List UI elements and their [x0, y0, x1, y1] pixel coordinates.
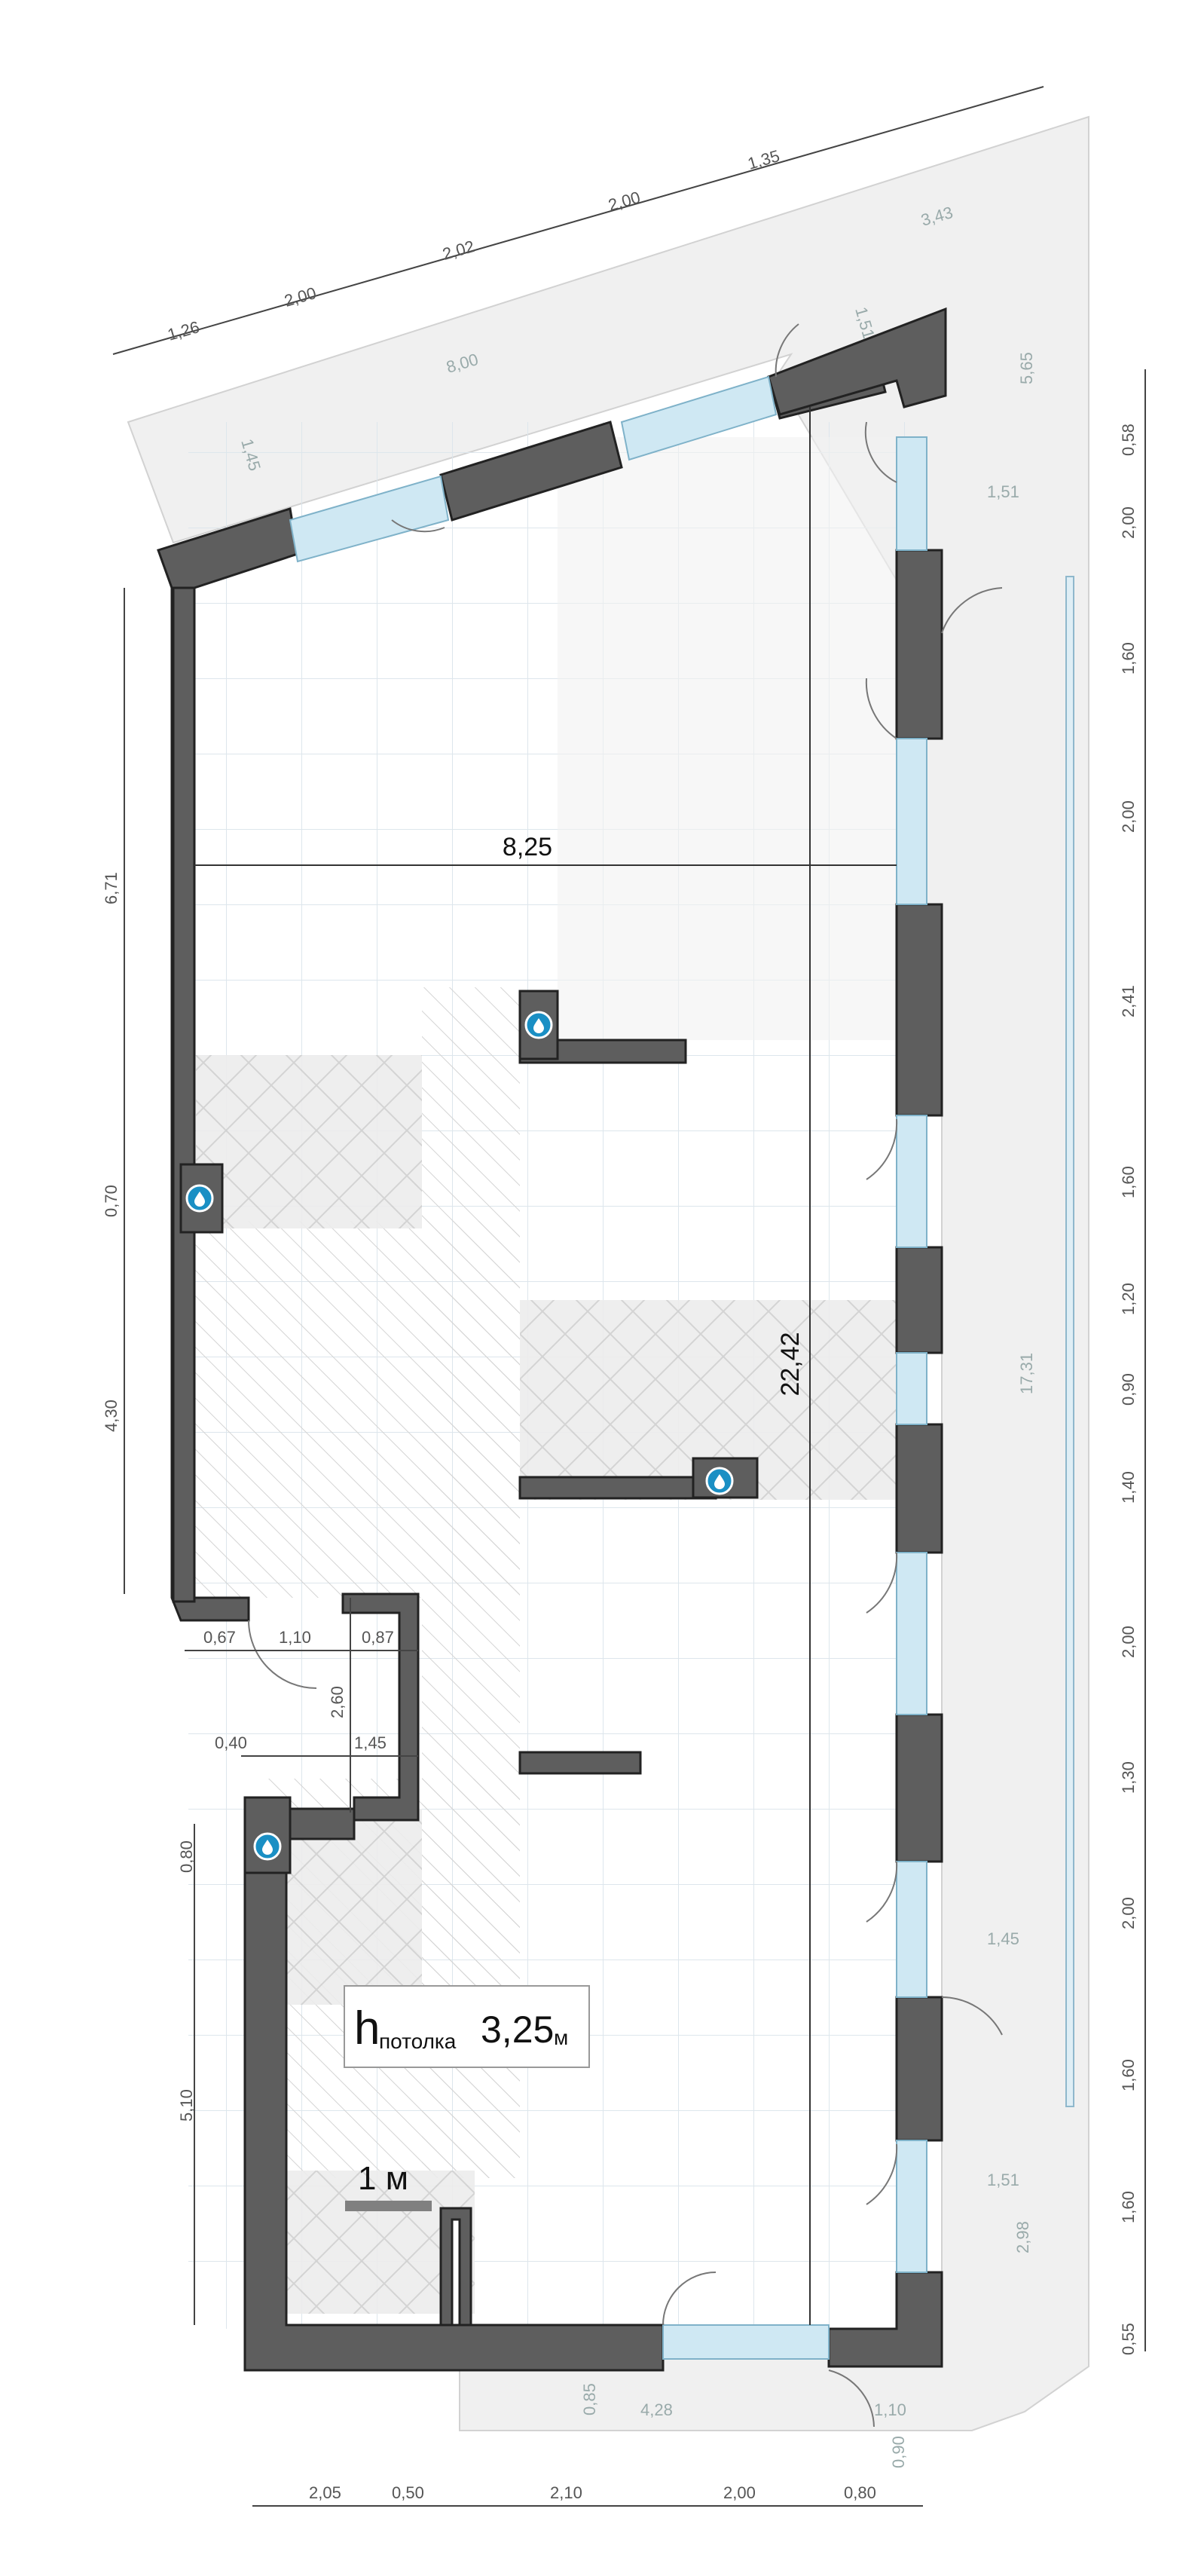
top-dim-2: 2,02 — [440, 237, 476, 264]
grid-zone-top — [558, 437, 897, 1040]
top-dim-4: 1,35 — [745, 146, 781, 173]
right-dim-7: 0,90 — [1119, 1373, 1138, 1406]
right-dim-10: 1,30 — [1119, 1761, 1138, 1794]
ceiling-height-label: h потолка 3,25 м — [344, 1985, 590, 2068]
scale-label: 1 м — [358, 2160, 408, 2197]
right-dim-2: 1,60 — [1119, 642, 1138, 675]
bottom-dim-0: 2,05 — [309, 2483, 341, 2502]
main-dimension-lines — [194, 407, 897, 2325]
right-inner-2: 17,31 — [1017, 1353, 1036, 1394]
bottom-inner-2: 1,10 — [874, 2400, 906, 2419]
left-dim-0: 6,71 — [102, 872, 121, 904]
bottom-inner-0: 0,85 — [580, 2383, 599, 2415]
zones — [188, 987, 897, 2314]
mid-dim-2: 0,87 — [362, 1628, 394, 1647]
top-dim-3: 2,00 — [606, 188, 642, 215]
top-dim-1: 2,00 — [282, 283, 318, 311]
ceiling-sub: потолка — [379, 2030, 457, 2053]
left-dim-1: 0,70 — [102, 1185, 121, 1217]
water-drop-icon — [185, 1184, 214, 1213]
ceiling-value: 3,25 — [481, 2008, 554, 2051]
mid-dim-3: 2,60 — [328, 1686, 347, 1718]
right-dim-5: 1,60 — [1119, 1166, 1138, 1198]
door-swings — [248, 323, 1003, 2428]
outer-dimension-lines — [112, 86, 1146, 2507]
bottom-inner-1: 4,28 — [640, 2400, 673, 2419]
right-inner-0: 5,65 — [1017, 352, 1036, 384]
right-dim-14: 0,55 — [1119, 2323, 1138, 2355]
water-drop-icon — [524, 1011, 553, 1039]
right-dimensions: 0,58 2,00 1,60 2,00 2,41 1,60 1,20 0,90 … — [987, 352, 1138, 2355]
left-dim-2: 4,30 — [102, 1400, 121, 1432]
left-dimensions: 6,71 0,70 4,30 0,80 5,10 — [102, 872, 196, 2122]
right-dim-6: 1,20 — [1119, 1283, 1138, 1315]
water-drop-icon — [253, 1832, 282, 1861]
terrace-railing — [1065, 576, 1074, 2107]
right-inner-1: 1,51 — [987, 482, 1019, 501]
right-dim-3: 2,00 — [1119, 800, 1138, 833]
right-inner-3: 1,45 — [987, 1929, 1019, 1948]
ceiling-unit: м — [554, 2026, 568, 2049]
right-dim-13: 1,60 — [1119, 2191, 1138, 2223]
left-dim-3: 0,80 — [177, 1840, 196, 1873]
right-dim-0: 0,58 — [1119, 424, 1138, 456]
right-dim-4: 2,41 — [1119, 985, 1138, 1017]
mid-dim-1: 1,10 — [279, 1628, 311, 1647]
right-inner-4: 1,51 — [987, 2171, 1019, 2189]
mid-dim-0: 0,67 — [203, 1628, 236, 1647]
left-dim-4: 5,10 — [177, 2089, 196, 2122]
mid-dim-4: 0,40 — [215, 1733, 247, 1752]
bottom-dim-4: 0,80 — [844, 2483, 876, 2502]
right-inner-5: 2,98 — [1013, 2221, 1032, 2253]
glazing — [289, 375, 927, 2360]
top-dim-0: 1,26 — [165, 317, 201, 344]
right-dim-8: 1,40 — [1119, 1471, 1138, 1504]
right-dim-1: 2,00 — [1119, 506, 1138, 539]
ceiling-h: h — [354, 2002, 380, 2054]
right-dim-11: 2,00 — [1119, 1897, 1138, 1929]
bottom-dim-1: 0,50 — [392, 2483, 424, 2502]
mid-dimensions: 0,67 1,10 0,87 2,60 0,40 1,45 — [203, 1628, 394, 1752]
bottom-inner-3: 0,90 — [889, 2436, 908, 2468]
scale-bar: 1 м — [345, 2160, 432, 2211]
mid-dim-5: 1,45 — [354, 1733, 387, 1752]
bottom-dim-2: 2,10 — [550, 2483, 582, 2502]
water-drop-icon — [705, 1467, 734, 1495]
width-dimension: 8,25 — [503, 833, 552, 861]
right-dim-9: 2,00 — [1119, 1626, 1138, 1658]
right-dim-12: 1,60 — [1119, 2059, 1138, 2091]
bottom-dimensions: 2,05 0,50 2,10 2,00 0,80 0,85 4,28 1,10 … — [309, 2383, 908, 2502]
bottom-dim-3: 2,00 — [723, 2483, 756, 2502]
length-dimension: 22,42 — [776, 1332, 805, 1396]
